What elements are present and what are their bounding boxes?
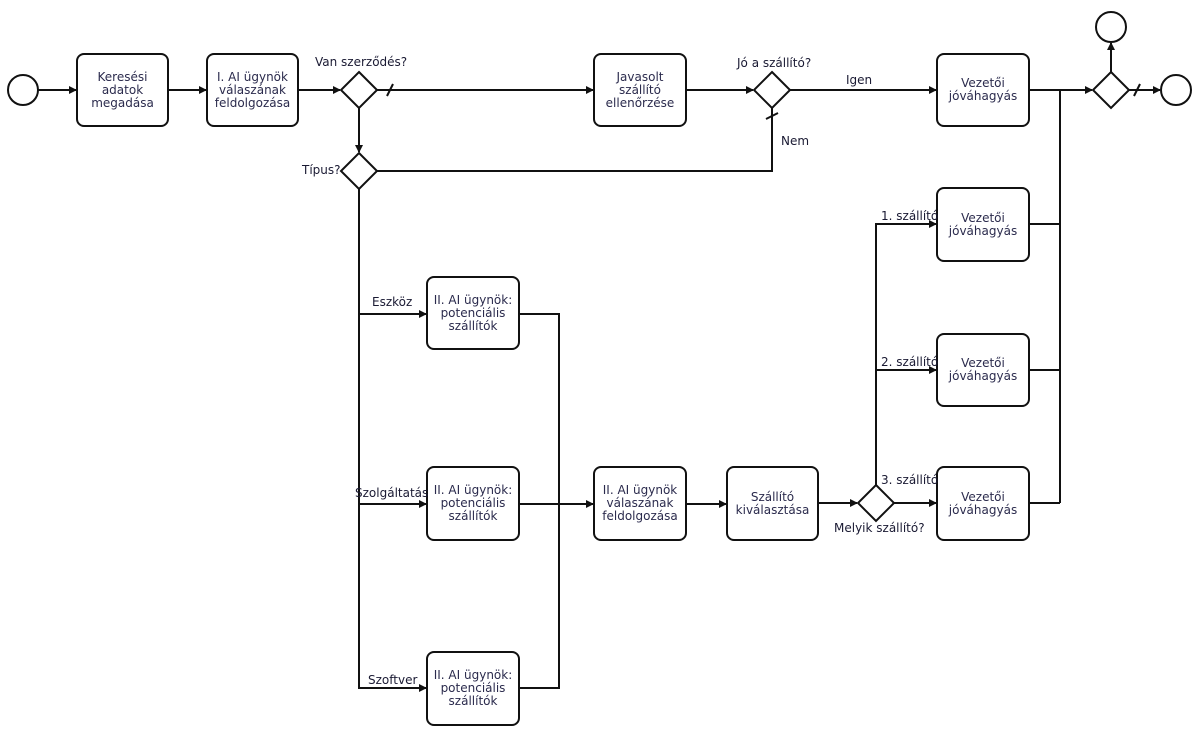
task-vezetoi-jovahagyas-top[interactable]: Vezetői jóváhagyás <box>936 53 1030 127</box>
task-vezetoi-jovahagyas-3[interactable]: Vezetői jóváhagyás <box>936 466 1030 541</box>
start-event <box>7 74 39 106</box>
end-event <box>1160 74 1192 106</box>
task-keresesi-adatok[interactable]: Keresési adatok megadása <box>76 53 169 127</box>
task-ai2-feldolgozas[interactable]: II. AI ügynök válaszának feldolgozása <box>593 466 687 541</box>
gateway-van-szerzodes <box>339 70 379 110</box>
task-vezetoi-jovahagyas-2[interactable]: Vezetői jóváhagyás <box>936 333 1030 407</box>
gateway-jo-a-szallito <box>752 70 792 110</box>
task-szallito-kivalasztasa[interactable]: Szállító kiválasztása <box>726 466 819 541</box>
end-event-top <box>1095 11 1127 43</box>
label-szoftver: Szoftver <box>368 673 418 687</box>
label-jo-a-szallito: Jó a szállító? <box>737 56 812 70</box>
label-szallito-2: 2. szállító <box>881 355 939 369</box>
label-melyik-szallito: Melyik szállító? <box>834 521 925 535</box>
task-ai2-szoftver[interactable]: II. AI ügynök: potenciális szállítók <box>426 651 520 726</box>
label-igen: Igen <box>846 73 873 87</box>
gateway-melyik-szallito <box>856 483 896 523</box>
gateway-final <box>1091 70 1131 110</box>
task-ai2-szolgaltatas[interactable]: II. AI ügynök: potenciális szállítók <box>426 466 520 541</box>
task-vezetoi-jovahagyas-1[interactable]: Vezetői jóváhagyás <box>936 187 1030 262</box>
task-ai1-feldolgozas[interactable]: I. AI ügynök válaszának feldolgozása <box>206 53 299 127</box>
label-szallito-3: 3. szállító <box>881 473 939 487</box>
label-van-szerzodes: Van szerződés? <box>315 55 408 69</box>
task-javasolt-szallito-ellenorzese[interactable]: Javasolt szállító ellenőrzése <box>593 53 687 127</box>
label-eszkoz: Eszköz <box>372 295 413 309</box>
task-ai2-eszkoz[interactable]: II. AI ügynök: potenciális szállítók <box>426 276 520 350</box>
label-nem: Nem <box>781 134 810 148</box>
label-szallito-1: 1. szállító <box>881 209 939 223</box>
label-tipus: Típus? <box>302 163 341 177</box>
gateway-tipus <box>339 151 379 191</box>
label-szolgaltatas: Szolgáltatás <box>355 486 429 500</box>
